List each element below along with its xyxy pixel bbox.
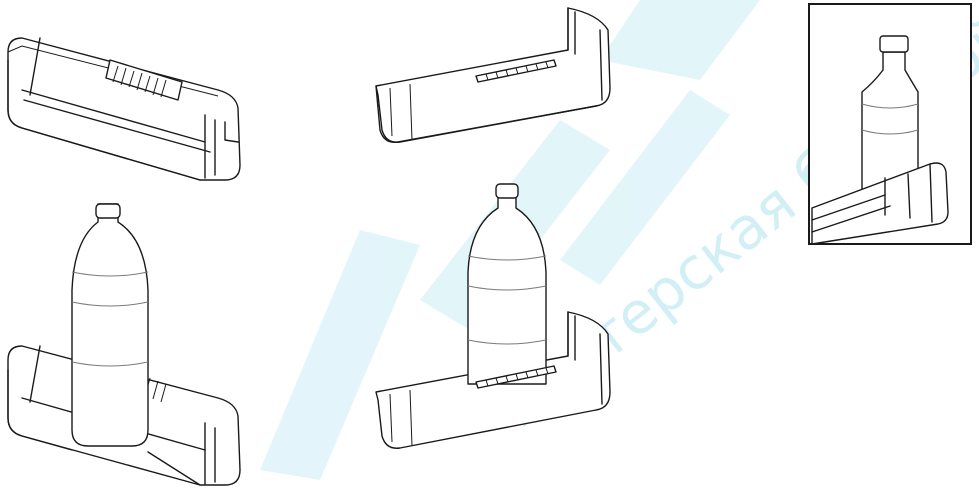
bin-slot-grille [105, 59, 183, 101]
bottle-large [71, 203, 149, 447]
bin-slot-grille [475, 59, 557, 83]
door-bin-with-bottle-rear [375, 183, 611, 449]
bottle-small [861, 35, 919, 211]
door-bin-empty-rear [375, 7, 611, 143]
door-bin-empty-front [7, 37, 241, 181]
inset-bottle-in-bin [808, 3, 972, 245]
door-bin-with-bottle-front [7, 203, 241, 486]
bottle-large [467, 183, 547, 385]
bin-slot-grille [475, 365, 557, 389]
